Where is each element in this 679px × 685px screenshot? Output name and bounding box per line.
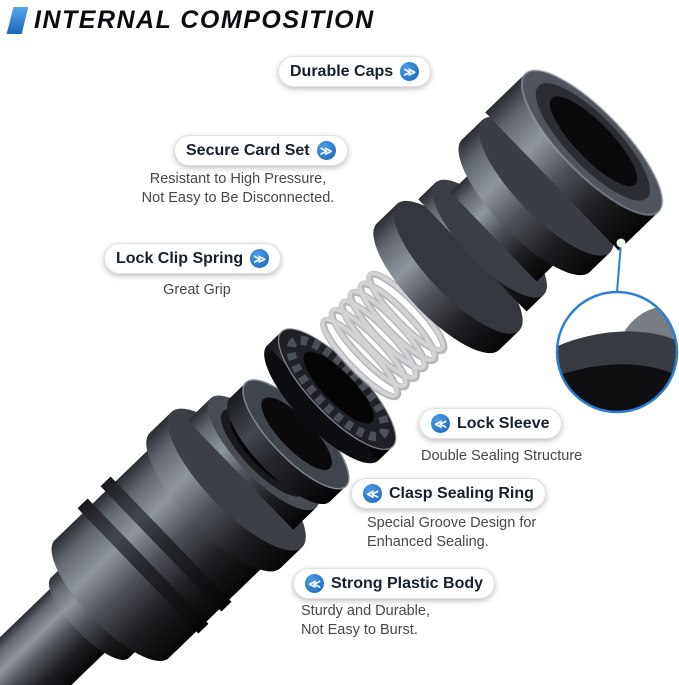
callout-desc-lock-sleeve: Double Sealing Structure (421, 447, 582, 466)
callout-label: Clasp Sealing Ring (389, 484, 534, 502)
double-chevron-left-icon: ≪ (431, 414, 450, 433)
callout-label: Lock Sleeve (457, 414, 550, 432)
title-text: INTERNAL COMPOSITION (34, 6, 375, 34)
callout-durable-caps: Durable Caps ≫ (278, 56, 432, 87)
double-chevron-right-icon: ≫ (400, 62, 420, 81)
magnifier-ring (555, 290, 679, 414)
desc-line: Double Sealing Structure (421, 448, 583, 464)
double-chevron-right-icon: ≫ (316, 141, 336, 160)
double-chevron-left-icon: ≪ (305, 574, 324, 593)
desc-line: Sturdy and Durable, (301, 603, 430, 619)
callout-desc-strong-plastic-body: Sturdy and Durable, Not Easy to Burst. (301, 602, 430, 640)
callout-label: Durable Caps (290, 62, 394, 80)
desc-line: Not Easy to Burst. (301, 622, 418, 639)
desc-line: Resistant to High Pressure, (149, 171, 327, 187)
callout-lock-clip-spring: Lock Clip Spring ≫ (104, 243, 282, 274)
title-accent-bar (6, 7, 29, 34)
double-chevron-right-icon: ≫ (250, 249, 270, 268)
callout-label: Strong Plastic Body (331, 574, 484, 592)
magnifier-anchor-dot (616, 238, 626, 248)
callout-label: Lock Clip Spring (116, 249, 244, 267)
part-clasp-sealing-ring (227, 379, 350, 505)
callout-lock-sleeve: ≪ Lock Sleeve (419, 408, 562, 439)
part-lock-clip-spring (320, 270, 448, 401)
part-durable-cap-assembly (373, 69, 664, 354)
magnifier-connector-line (616, 242, 622, 293)
desc-line: Not Easy to Be Disconnected. (141, 190, 335, 207)
desc-line: Special Groove Design for (367, 515, 537, 531)
callout-label: Secure Card Set (186, 141, 310, 159)
callout-desc-secure-card-set: Resistant to High Pressure, Not Easy to … (128, 170, 348, 208)
double-chevron-left-icon: ≪ (363, 484, 382, 503)
callout-desc-lock-clip-spring: Great Grip (137, 281, 257, 300)
callout-desc-clasp-sealing-ring: Special Groove Design for Enhanced Seali… (367, 514, 536, 552)
desc-line: Enhanced Sealing. (367, 534, 489, 551)
callout-secure-card-set: Secure Card Set ≫ (174, 135, 348, 166)
callout-clasp-sealing-ring: ≪ Clasp Sealing Ring (351, 478, 546, 509)
callout-strong-plastic-body: ≪ Strong Plastic Body (293, 568, 496, 599)
desc-line: Great Grip (163, 282, 231, 298)
part-lock-sleeve-ring (264, 328, 397, 464)
page-title: INTERNAL COMPOSITION (6, 6, 375, 35)
